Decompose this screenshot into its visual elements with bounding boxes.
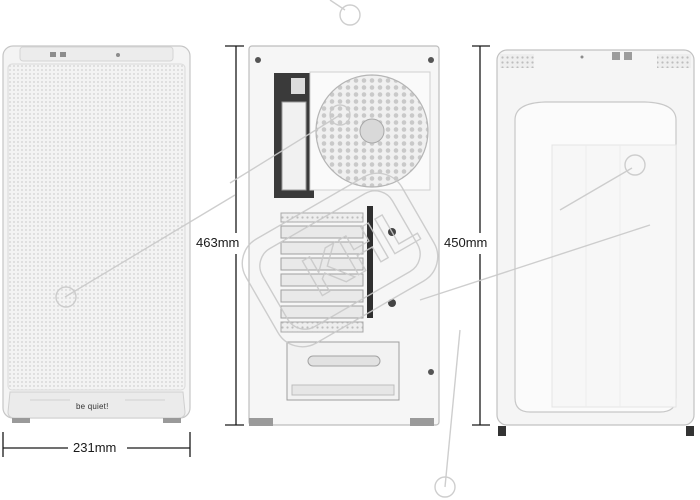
- dimension-lines: [2, 45, 490, 457]
- width-dimension-label: 231mm: [71, 440, 119, 456]
- foot: [498, 426, 506, 436]
- foot: [12, 418, 30, 423]
- foot: [410, 418, 434, 426]
- foot: [249, 418, 273, 426]
- foot: [686, 426, 694, 436]
- back-view: [248, 45, 440, 426]
- front-view: [2, 45, 191, 423]
- height-back-dimension-label: 463mm: [194, 235, 242, 251]
- height-side-dimension-label: 450mm: [442, 235, 490, 251]
- brand-logo: be quiet!: [76, 402, 109, 411]
- top-vent: [500, 54, 534, 68]
- front-mesh-panel: [7, 63, 186, 391]
- foot: [163, 418, 181, 423]
- power-button-icon: [116, 53, 120, 57]
- side-view: [496, 49, 695, 436]
- usb-port-icon: [50, 52, 56, 57]
- top-vent: [657, 54, 691, 68]
- usb-port-icon: [60, 52, 66, 57]
- expansion-slots: [280, 212, 364, 333]
